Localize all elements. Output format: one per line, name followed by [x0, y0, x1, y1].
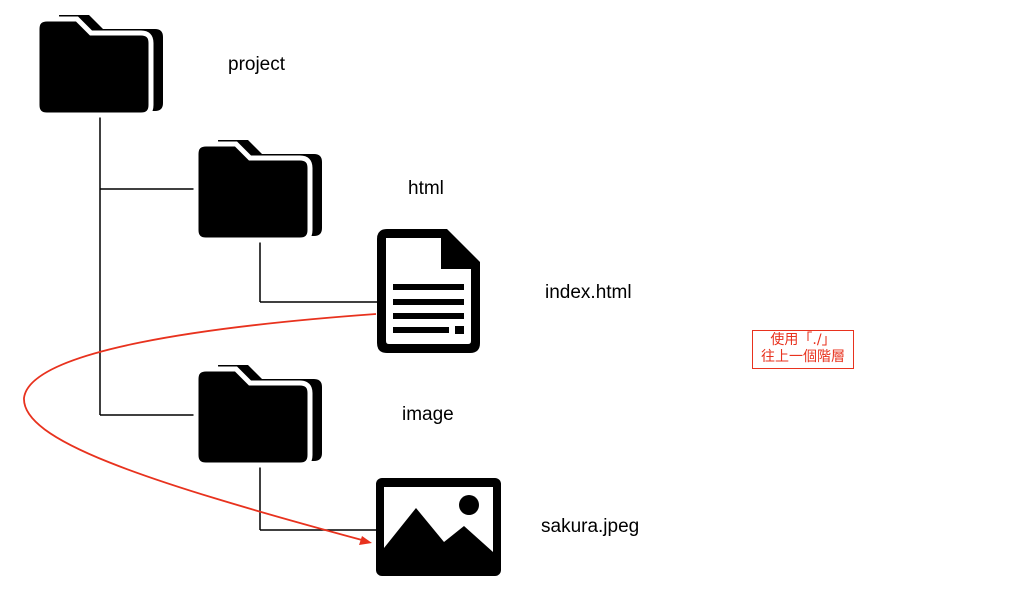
- arrowhead: [359, 536, 372, 545]
- node-label-html: html: [408, 178, 444, 199]
- folder-icon: [196, 365, 322, 465]
- node-label-sakura: sakura.jpeg: [541, 516, 640, 537]
- note-line-2: 往上一個階層: [761, 349, 845, 365]
- tree-connectors: [99, 113, 377, 531]
- folder-icon: [37, 15, 163, 115]
- annotation-note: 使用「./」 往上一個階層: [752, 330, 854, 369]
- folder-icon: [196, 140, 322, 240]
- node-label-image: image: [402, 404, 454, 425]
- document-icon: [377, 229, 480, 353]
- node-label-project: project: [228, 54, 286, 75]
- relative-path-arrow: [23, 313, 377, 545]
- note-line-1: 使用「./」: [770, 332, 836, 348]
- arrow-curve: [23, 313, 377, 541]
- image-file-icon: [376, 478, 501, 576]
- node-label-index: index.html: [545, 282, 632, 303]
